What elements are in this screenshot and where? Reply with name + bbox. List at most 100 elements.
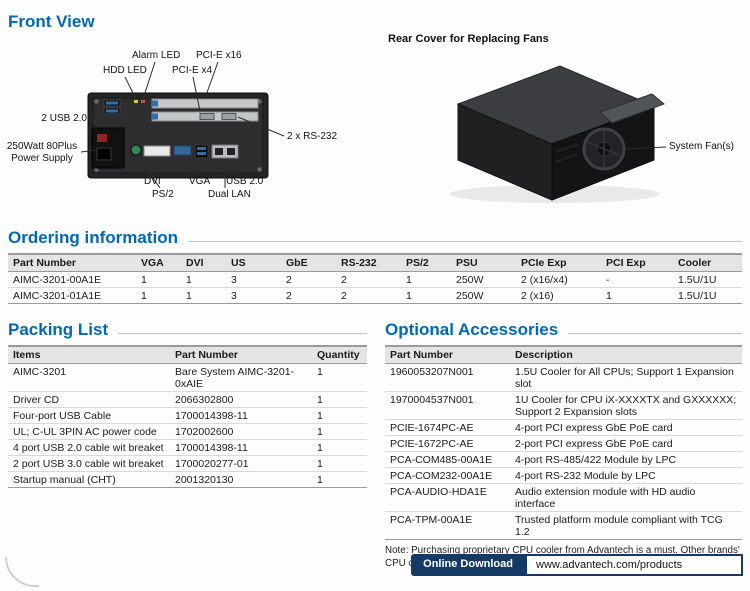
front-chassis-image — [87, 92, 269, 179]
packing-row: Startup manual (CHT) 2001320130 1 — [8, 471, 367, 488]
download-url[interactable]: www.advantech.com/products — [525, 554, 743, 576]
cell: 1.5U/1U — [673, 287, 742, 304]
cell: 250W — [451, 271, 516, 288]
label-vga: VGA — [189, 176, 211, 187]
cell: 1 — [312, 391, 367, 408]
heading-rule — [118, 333, 367, 334]
cell: 1700014398-11 — [170, 439, 312, 456]
heading-rule — [568, 333, 742, 334]
col-pcie-exp: PCIe Exp — [516, 253, 601, 272]
optional-table: Part Number Description 1960053207N001 1… — [385, 345, 742, 540]
cell: 2 — [336, 287, 401, 304]
optional-row: PCA-TPM-00A1E Trusted platform module co… — [385, 511, 742, 540]
packing-row: UL; C-UL 3PIN AC power code 1702002600 1 — [8, 423, 367, 440]
cell: 1960053207N001 — [385, 363, 510, 392]
cell: 1 — [312, 407, 367, 424]
cell: 2 port USB 3.0 cable wit breaket — [8, 455, 170, 472]
ordering-section: Ordering information Part Number VGA DVI… — [8, 228, 742, 304]
cell: Audio extension module with HD audio int… — [510, 483, 742, 512]
cell: 2066302800 — [170, 391, 312, 408]
packing-section: Packing List Items Part Number Quantity … — [8, 320, 367, 570]
cell: 1 — [312, 455, 367, 472]
label-power-supply: 250Watt 80Plus Power Supply — [2, 141, 82, 164]
col-items: Items — [8, 345, 170, 364]
cell: AIMC-3201-00A1E — [8, 271, 136, 288]
optional-header-row: Part Number Description — [385, 345, 742, 364]
packing-row: Four-port USB Cable 1700014398-11 1 — [8, 407, 367, 424]
cell: 2 (x16) — [516, 287, 601, 304]
col-ps2: PS/2 — [401, 253, 451, 272]
label-pcie-x4: PCI-E x4 — [172, 65, 213, 76]
label-power-supply-line2: Power Supply — [11, 152, 73, 164]
col-quantity: Quantity — [312, 345, 367, 364]
cell: AIMC-3201 — [8, 363, 170, 392]
cell: 1 — [401, 287, 451, 304]
col-cooler: Cooler — [673, 253, 742, 272]
optional-row: PCIE-1672PC-AE 2-port PCI express GbE Po… — [385, 435, 742, 452]
cell: 2 — [281, 287, 336, 304]
cell: PCA-AUDIO-HDA1E — [385, 483, 510, 512]
optional-heading: Optional Accessories — [385, 320, 742, 340]
cell: PCA-COM485-00A1E — [385, 451, 510, 468]
packing-row: Driver CD 2066302800 1 — [8, 391, 367, 408]
cell: 1 — [136, 287, 181, 304]
optional-row: 1970004537N001 1U Cooler for CPU iX-XXXX… — [385, 391, 742, 420]
chassis-illustrations — [80, 61, 667, 203]
cell: 1702002600 — [170, 423, 312, 440]
cell: 250W — [451, 287, 516, 304]
optional-row: PCA-COM232-00A1E 4-port RS-232 Module by… — [385, 467, 742, 484]
figures-section: Front View Rear Cover for Replacing Fans — [0, 0, 750, 224]
label-dual-lan: Dual LAN — [208, 189, 251, 200]
cell: Bare System AIMC-3201-0xAIE — [170, 363, 312, 392]
label-power-supply-line1: 250Watt 80Plus — [6, 141, 78, 152]
label-alarm-led: Alarm LED — [132, 50, 181, 61]
cell: 2-port PCI express GbE PoE card — [510, 435, 742, 452]
cell: PCA-TPM-00A1E — [385, 511, 510, 540]
ordering-heading: Ordering information — [8, 228, 742, 248]
cell: 3 — [226, 287, 281, 304]
cell: 1 — [136, 271, 181, 288]
rear-leader-line — [625, 146, 667, 150]
col-description: Description — [510, 345, 742, 364]
cell: 4-port RS-232 Module by LPC — [510, 467, 742, 484]
cell: 2001320130 — [170, 471, 312, 488]
cell: 1 — [312, 471, 367, 488]
ordering-title: Ordering information — [8, 228, 178, 247]
label-usb-bottom: USB 2.0 — [226, 176, 264, 187]
cell: 1970004537N001 — [385, 391, 510, 420]
packing-title: Packing List — [8, 320, 109, 339]
cell: Driver CD — [8, 391, 170, 408]
optional-row: PCA-AUDIO-HDA1E Audio extension module w… — [385, 483, 742, 512]
lower-columns: Packing List Items Part Number Quantity … — [8, 320, 742, 570]
packing-header-row: Items Part Number Quantity — [8, 345, 367, 364]
col-part-number: Part Number — [170, 345, 312, 364]
label-rs232: 2 x RS-232 — [287, 131, 338, 142]
cell: 1.5U Cooler for All CPUs; Support 1 Expa… — [510, 363, 742, 392]
rear-cover-title: Rear Cover for Replacing Fans — [388, 33, 549, 45]
col-us: US — [226, 253, 281, 272]
cell: 2 — [281, 271, 336, 288]
cell: - — [601, 271, 673, 288]
packing-table: Items Part Number Quantity AIMC-3201 Bar… — [8, 345, 367, 488]
cell: UL; C-UL 3PIN AC power code — [8, 423, 170, 440]
cell: 1 — [312, 423, 367, 440]
label-pcie-x16: PCI-E x16 — [196, 50, 242, 61]
col-part-number: Part Number — [8, 253, 136, 272]
cell: 1U Cooler for CPU iX-XXXXTX and GXXXXXX;… — [510, 391, 742, 420]
front-leader-lines — [80, 61, 285, 189]
ordering-row: AIMC-3201-01A1E 1 1 3 2 2 1 250W 2 (x16)… — [8, 287, 742, 304]
cell: Trusted platform module compliant with T… — [510, 511, 742, 540]
packing-row: 4 port USB 2.0 cable wit breaket 1700014… — [8, 439, 367, 456]
optional-title: Optional Accessories — [385, 320, 559, 339]
page-corner-decoration — [5, 557, 39, 587]
label-ps2: PS/2 — [152, 189, 174, 200]
label-dvi: DVI — [144, 176, 161, 187]
ordering-table: Part Number VGA DVI US GbE RS-232 PS/2 P… — [8, 253, 742, 304]
optional-section: Optional Accessories Part Number Descrip… — [385, 320, 742, 570]
label-usb2: 2 USB 2.0 — [41, 113, 87, 124]
heading-rule — [188, 241, 742, 242]
cell: 4-port RS-485/422 Module by LPC — [510, 451, 742, 468]
cell: 1 — [312, 363, 367, 392]
label-hdd-led: HDD LED — [103, 65, 147, 76]
